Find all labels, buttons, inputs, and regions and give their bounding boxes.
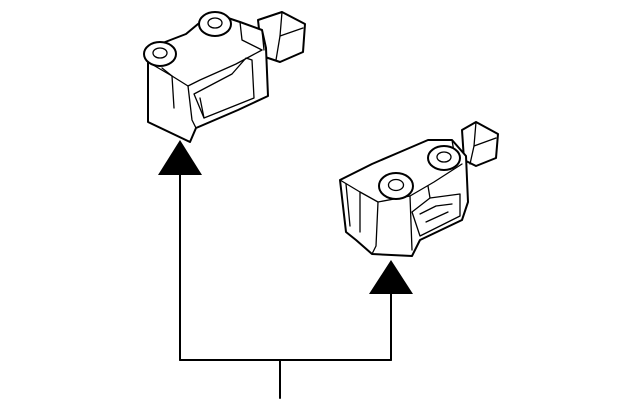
sensor-upper-body [147, 15, 269, 143]
callout-leader [158, 140, 413, 399]
sensor-lower-connector [461, 121, 499, 167]
sensor-upper [143, 11, 306, 143]
arrowhead-lower-sensor [369, 260, 413, 294]
sensor-lower-mount-hole-1 [378, 172, 414, 200]
sensor-lower-mount-hole-2 [427, 145, 461, 171]
sensor-upper-mount-hole-1 [143, 41, 177, 67]
arrowhead-upper-sensor [158, 140, 202, 175]
sensor-lower [339, 121, 499, 257]
sensor-upper-mount-hole-2 [198, 11, 232, 37]
